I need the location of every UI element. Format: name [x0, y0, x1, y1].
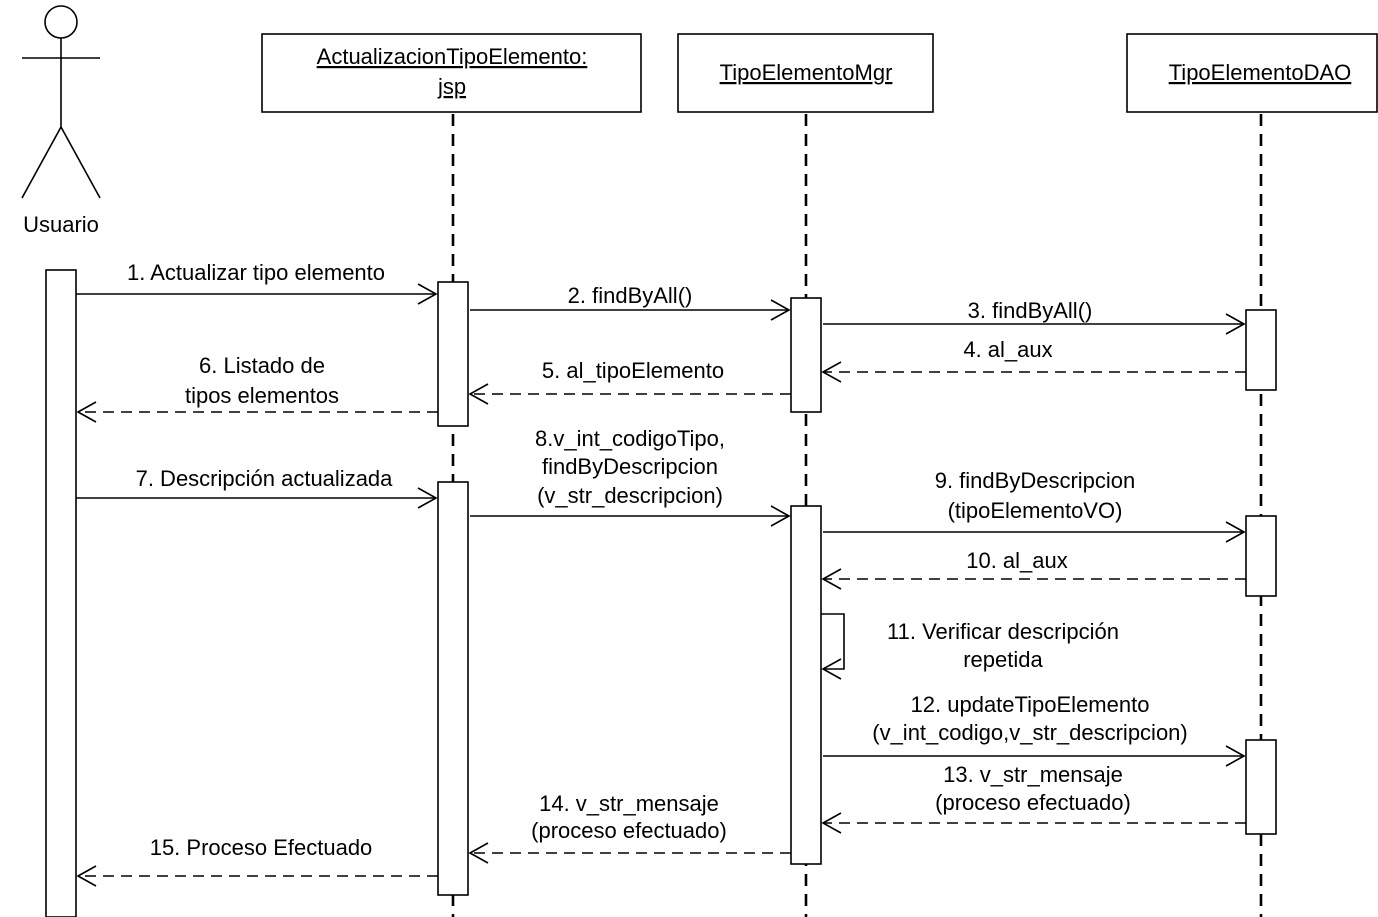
message-8-label-line2: findByDescripcion	[542, 454, 718, 479]
message-15-arrowhead	[76, 865, 97, 887]
participant-box-mgr	[677, 33, 934, 113]
message-10-arrowhead	[821, 568, 842, 590]
actor-usuario: Usuario	[21, 5, 101, 237]
activation-bar-mgr-2	[790, 505, 822, 865]
message-6-arrowhead	[76, 401, 97, 423]
message-5: 5. al_tipoElemento	[468, 358, 791, 405]
message-2-arrowhead	[770, 299, 791, 321]
message-15-label: 15. Proceso Efectuado	[150, 835, 373, 860]
message-2: 2. findByAll()	[470, 283, 791, 321]
message-5-label: 5. al_tipoElemento	[542, 358, 724, 383]
message-3-arrowhead	[1225, 313, 1246, 335]
message-8-arrowhead	[770, 505, 791, 527]
actor-name: Usuario	[23, 212, 99, 237]
actor-left-leg	[21, 126, 62, 199]
message-2-label: 2. findByAll()	[568, 283, 693, 308]
participant-label-jsp-line2: jsp	[437, 74, 466, 99]
message-14-arrowhead	[468, 842, 489, 864]
activation-bar-actor	[45, 269, 77, 917]
message-1: 1. Actualizar tipo elemento	[76, 260, 438, 305]
participant-label-mgr: TipoElementoMgr	[720, 60, 893, 85]
message-11-arrowhead	[821, 658, 842, 680]
message-11: 11. Verificar descripción repetida	[821, 613, 1119, 680]
message-5-arrowhead	[468, 383, 489, 405]
message-11-label-line2: repetida	[963, 647, 1043, 672]
message-3-label: 3. findByAll()	[968, 298, 1093, 323]
activation-bar-mgr-1	[790, 297, 822, 413]
message-8: 8.v_int_codigoTipo, findByDescripcion (v…	[470, 426, 791, 527]
message-14: 14. v_str_mensaje (proceso efectuado)	[468, 791, 791, 864]
message-12-arrowhead	[1225, 745, 1246, 767]
message-11-line	[821, 613, 845, 670]
activation-bar-dao-3	[1245, 739, 1277, 835]
message-10: 10. al_aux	[821, 548, 1246, 590]
message-14-label-line2: (proceso efectuado)	[531, 818, 727, 843]
message-6: 6. Listado de tipos elementos	[76, 353, 438, 423]
message-14-label-line1: 14. v_str_mensaje	[539, 791, 719, 816]
participant-label-jsp-line1: ActualizacionTipoElemento:	[317, 44, 588, 69]
actor-right-leg	[60, 126, 101, 199]
message-9-label-line2: (tipoElementoVO)	[948, 498, 1123, 523]
message-4-arrowhead	[821, 361, 842, 383]
participant-box-dao	[1126, 33, 1378, 113]
message-13-arrowhead	[821, 812, 842, 834]
message-8-label-line3: (v_str_descripcion)	[537, 483, 723, 508]
participant-label-dao: TipoElementoDAO	[1169, 60, 1352, 85]
message-6-label-line1: 6. Listado de	[199, 353, 325, 378]
message-11-label-line1: 11. Verificar descripción	[887, 619, 1119, 644]
message-13: 13. v_str_mensaje (proceso efectuado)	[821, 762, 1246, 834]
message-1-arrowhead	[417, 283, 438, 305]
message-6-label-line2: tipos elementos	[185, 383, 339, 408]
message-12: 12. updateTipoElemento (v_int_codigo,v_s…	[823, 692, 1246, 767]
message-12-label-line2: (v_int_codigo,v_str_descripcion)	[872, 720, 1188, 745]
message-7: 7. Descripción actualizada	[76, 466, 438, 509]
message-13-label-line1: 13. v_str_mensaje	[943, 762, 1123, 787]
message-9: 9. findByDescripcion (tipoElementoVO)	[823, 468, 1246, 543]
activation-bar-jsp-2	[437, 481, 469, 896]
message-10-label: 10. al_aux	[966, 548, 1068, 573]
message-8-label-line1: 8.v_int_codigoTipo,	[535, 426, 725, 451]
activation-bar-dao-2	[1245, 515, 1277, 597]
message-1-label: 1. Actualizar tipo elemento	[127, 260, 385, 285]
activation-bar-jsp-1	[437, 281, 469, 427]
activation-bar-dao-1	[1245, 309, 1277, 391]
message-7-arrowhead	[417, 487, 438, 509]
message-15: 15. Proceso Efectuado	[76, 835, 438, 887]
message-12-label-line1: 12. updateTipoElemento	[911, 692, 1150, 717]
message-7-label: 7. Descripción actualizada	[136, 466, 394, 491]
message-4: 4. al_aux	[821, 337, 1246, 383]
message-13-label-line2: (proceso efectuado)	[935, 790, 1131, 815]
message-9-arrowhead	[1225, 521, 1246, 543]
message-9-label-line1: 9. findByDescripcion	[935, 468, 1136, 493]
participant-box-jsp	[261, 33, 642, 113]
actor-head	[44, 5, 78, 39]
message-4-label: 4. al_aux	[963, 337, 1052, 362]
message-3: 3. findByAll()	[823, 298, 1246, 335]
